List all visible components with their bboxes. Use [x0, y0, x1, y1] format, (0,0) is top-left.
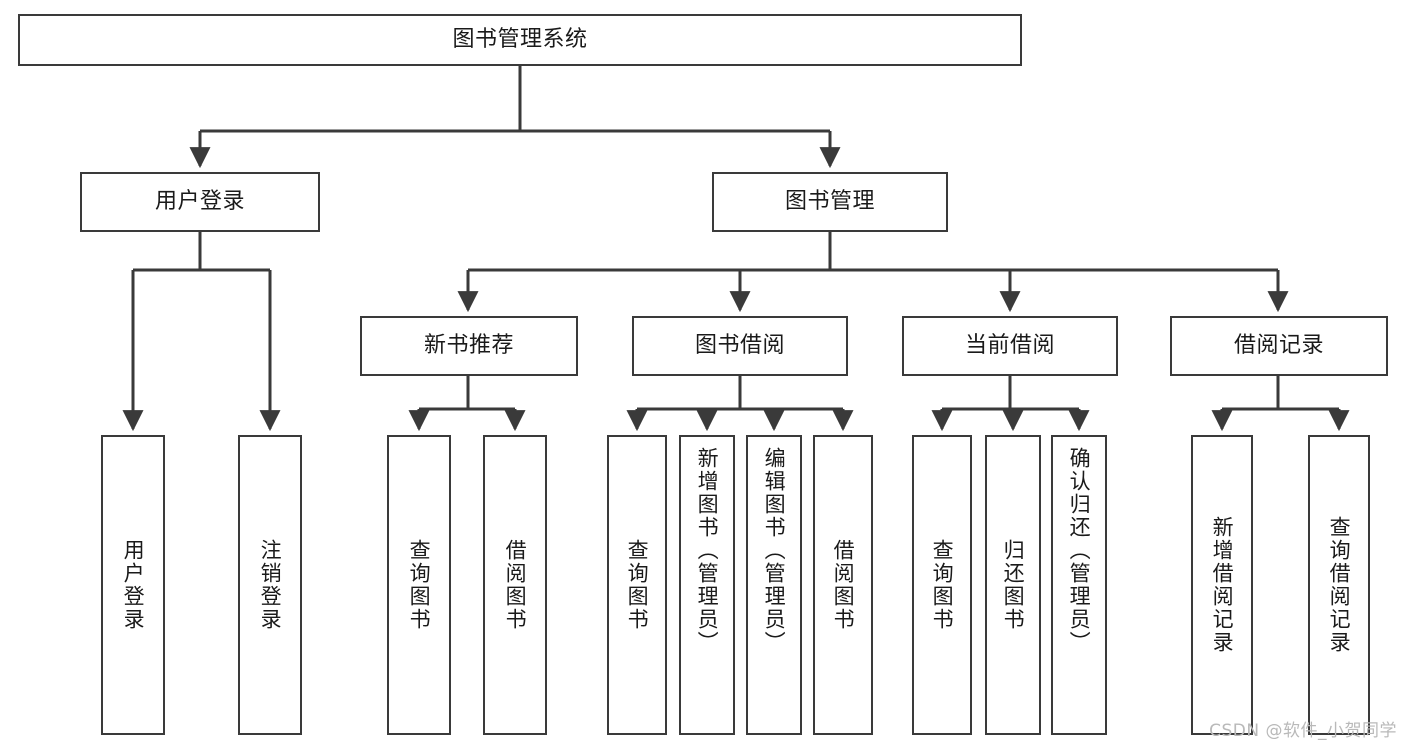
node-current-borrow[interactable]: 当前借阅	[902, 316, 1118, 376]
node-label: 新增借阅记录	[1210, 516, 1235, 654]
node-leaf-user-login[interactable]: 用户登录	[101, 435, 165, 735]
node-label: 查询图书	[625, 539, 650, 631]
node-leaf-return-book[interactable]: 归还图书	[985, 435, 1041, 735]
node-label: 归还图书	[1001, 539, 1026, 631]
node-label: 新书推荐	[423, 332, 514, 358]
node-borrow-record[interactable]: 借阅记录	[1170, 316, 1388, 376]
node-label: 借阅图书	[503, 539, 528, 631]
node-leaf-add-book-admin[interactable]: 新增图书（管理员）	[679, 435, 735, 735]
node-leaf-borrow-book-borrow[interactable]: 借阅图书	[813, 435, 873, 735]
node-label: 图书借阅	[694, 332, 785, 358]
node-leaf-query-book-borrow[interactable]: 查询图书	[607, 435, 667, 735]
node-label: 查询图书	[407, 539, 432, 631]
node-label: 新增图书（管理员）	[695, 447, 720, 654]
node-label: 图书管理系统	[452, 26, 588, 52]
node-label: 借阅图书	[831, 539, 856, 631]
node-label: 注销登录	[258, 539, 283, 631]
node-label: 图书管理	[784, 188, 875, 214]
node-label: 查询借阅记录	[1327, 516, 1352, 654]
node-label: 用户登录	[154, 188, 245, 214]
node-book-manage[interactable]: 图书管理	[712, 172, 948, 232]
node-book-borrow[interactable]: 图书借阅	[632, 316, 848, 376]
node-label: 确认归还（管理员）	[1067, 447, 1092, 654]
node-leaf-borrow-book-rec[interactable]: 借阅图书	[483, 435, 547, 735]
node-label: 编辑图书（管理员）	[762, 447, 787, 654]
node-leaf-logout[interactable]: 注销登录	[238, 435, 302, 735]
node-leaf-add-borrow-record[interactable]: 新增借阅记录	[1191, 435, 1253, 735]
node-leaf-query-book-rec[interactable]: 查询图书	[387, 435, 451, 735]
node-label: 借阅记录	[1233, 332, 1324, 358]
node-leaf-query-borrow-record[interactable]: 查询借阅记录	[1308, 435, 1370, 735]
node-label: 查询图书	[930, 539, 955, 631]
node-leaf-confirm-return-admin[interactable]: 确认归还（管理员）	[1051, 435, 1107, 735]
node-label: 当前借阅	[964, 332, 1055, 358]
node-leaf-query-book-current[interactable]: 查询图书	[912, 435, 972, 735]
node-label: 用户登录	[121, 539, 146, 631]
node-user-login[interactable]: 用户登录	[80, 172, 320, 232]
node-root-system[interactable]: 图书管理系统	[18, 14, 1022, 66]
node-new-book-recommend[interactable]: 新书推荐	[360, 316, 578, 376]
node-leaf-edit-book-admin[interactable]: 编辑图书（管理员）	[746, 435, 802, 735]
